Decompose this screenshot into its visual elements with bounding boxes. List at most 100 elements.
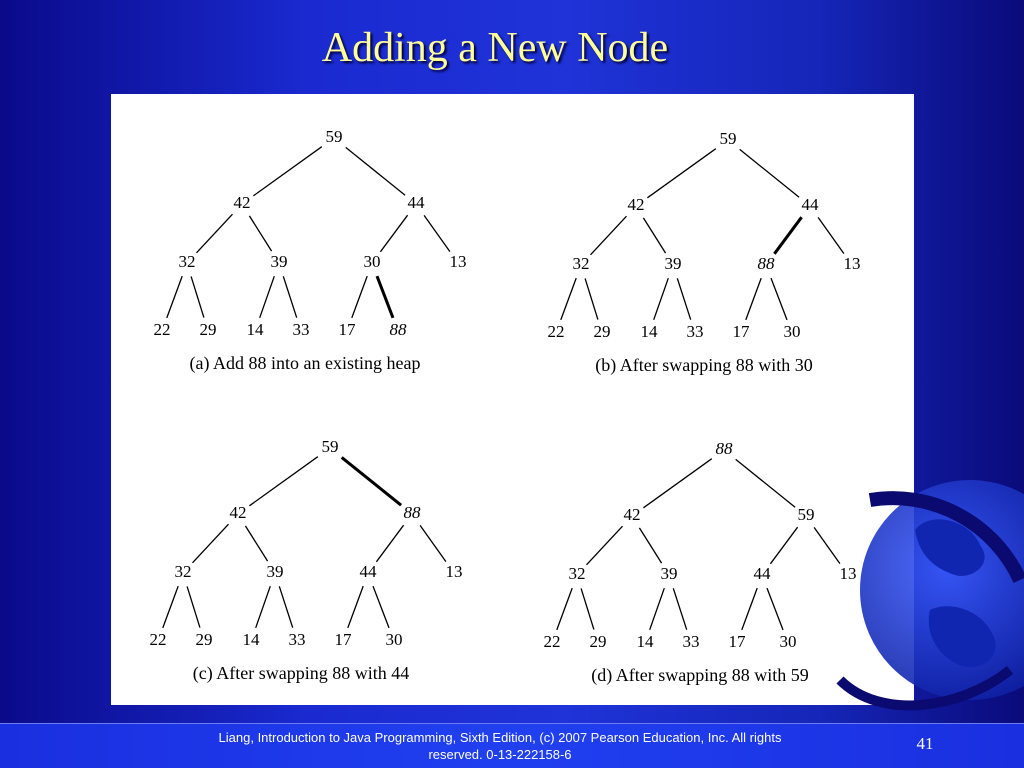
- tree-node: 42: [628, 195, 645, 214]
- tree-node: 32: [175, 562, 192, 581]
- tree-node: 32: [573, 254, 590, 273]
- tree-node: 88: [404, 503, 422, 522]
- tree-edge: [638, 527, 663, 564]
- tree-node: 13: [446, 562, 463, 581]
- diagram-panel: 59 42 44 32 39 30 13 22 29 14 33 17 88 (a) Add 88 int…: [111, 94, 914, 705]
- tree-edge: [192, 523, 229, 564]
- tree-node: 39: [665, 254, 682, 273]
- diagram-caption: (a) Add 88 into an existing heap: [190, 353, 421, 374]
- tree-node: 22: [150, 630, 167, 649]
- tree-edge: [773, 216, 803, 255]
- footer-copyright: Liang, Introduction to Java Programming,…: [218, 730, 782, 762]
- tree-edge: [244, 525, 269, 562]
- tree-edge: [253, 146, 323, 197]
- diagram-caption: (d) After swapping 88 with 59: [591, 665, 808, 686]
- tree-node: 42: [624, 505, 641, 524]
- tree-node: 44: [360, 562, 378, 581]
- tree-node: 30: [780, 632, 797, 651]
- tree-edge: [584, 278, 599, 320]
- tree-edge: [162, 585, 179, 629]
- tree-node: 29: [196, 630, 213, 649]
- tree-edge: [647, 148, 717, 199]
- tree-edge: [190, 276, 205, 318]
- tree-edge: [196, 213, 233, 254]
- tree-node: 32: [569, 564, 586, 583]
- tree-edge: [649, 587, 665, 631]
- tree-node: 13: [450, 252, 467, 271]
- tree-node: 29: [594, 322, 611, 341]
- tree-node: 59: [798, 505, 815, 524]
- tree-node: 22: [548, 322, 565, 341]
- tree-node: 39: [271, 252, 288, 271]
- tree-edge: [259, 275, 275, 319]
- tree-edge: [735, 458, 796, 508]
- tree-edge: [590, 215, 627, 256]
- slide-title: Adding a New Node: [321, 25, 669, 71]
- tree-edge: [345, 146, 406, 196]
- tree-edge: [766, 587, 784, 631]
- tree-edge: [741, 587, 758, 631]
- tree-node: 39: [661, 564, 678, 583]
- tree-node: 29: [200, 320, 217, 339]
- tree-edge: [347, 585, 364, 629]
- tree-node: 14: [641, 322, 659, 341]
- tree-node: 14: [243, 630, 261, 649]
- tree-node: 59: [720, 129, 737, 148]
- tree-node: 22: [154, 320, 171, 339]
- tree-node: 33: [293, 320, 310, 339]
- tree-edge: [372, 585, 390, 629]
- tree-node: 17: [733, 322, 751, 341]
- tree-edge: [556, 587, 573, 631]
- heap-diagrams: 59 42 44 32 39 30 13 22 29 14 33 17 88 (a) Add 88 int…: [150, 127, 861, 686]
- tree-node: 14: [247, 320, 265, 339]
- page-number: 41: [916, 734, 934, 753]
- tree-edge: [282, 276, 298, 318]
- tree-node: 39: [267, 562, 284, 581]
- tree-node: 42: [230, 503, 247, 522]
- tree-edge: [770, 277, 788, 321]
- tree-edge: [560, 277, 577, 321]
- footer-bar: [0, 724, 1024, 768]
- diagram-caption: (b) After swapping 88 with 30: [595, 355, 812, 376]
- tree-edge: [278, 586, 294, 628]
- tree-node: 33: [683, 632, 700, 651]
- tree-edge: [248, 215, 273, 252]
- tree-node: 33: [289, 630, 306, 649]
- tree-node: 22: [544, 632, 561, 651]
- tree-edge: [817, 217, 845, 254]
- tree-edge: [676, 278, 692, 320]
- tree-node: 29: [590, 632, 607, 651]
- tree-edge: [745, 277, 762, 321]
- tree-edge: [672, 588, 688, 630]
- tree-edge: [769, 526, 799, 565]
- tree-edge: [375, 275, 395, 319]
- tree-node: 17: [729, 632, 747, 651]
- tree-edge: [375, 524, 405, 563]
- tree-node: 59: [322, 437, 339, 456]
- tree-edge: [419, 525, 447, 562]
- tree-edge: [653, 277, 669, 321]
- tree-edge: [739, 148, 800, 198]
- tree-edge: [249, 456, 319, 507]
- tree-edge: [813, 527, 841, 564]
- tree-node: 88: [716, 439, 734, 458]
- tree-edge: [166, 275, 183, 319]
- tree-edge: [255, 585, 271, 629]
- tree-node: 88: [390, 320, 408, 339]
- tree-node: 44: [754, 564, 772, 583]
- tree-edge: [580, 588, 595, 630]
- tree-node: 13: [840, 564, 857, 583]
- tree-node: 30: [784, 322, 801, 341]
- tree-node: 42: [234, 193, 251, 212]
- tree-edge: [643, 458, 713, 509]
- tree-node: 33: [687, 322, 704, 341]
- tree-edge: [379, 214, 409, 253]
- tree-edge: [340, 456, 403, 507]
- tree-node: 59: [326, 127, 343, 146]
- tree-node: 13: [844, 254, 861, 273]
- tree-node: 30: [364, 252, 381, 271]
